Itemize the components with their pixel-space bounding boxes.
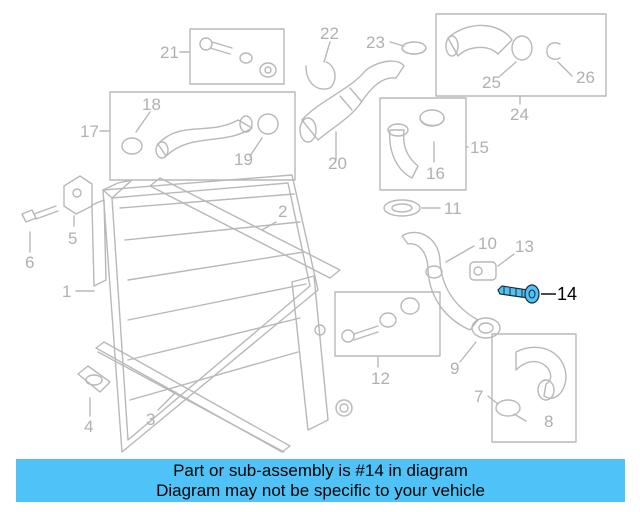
parts-7 — [495, 346, 567, 417]
parts-15 — [387, 109, 445, 179]
parts-12 — [341, 297, 420, 343]
parts-diagram — [21, 13, 607, 453]
group-box-12 — [334, 291, 441, 357]
group-box-17 — [109, 91, 296, 181]
sensor-13 — [469, 261, 497, 281]
mount-4 — [77, 365, 111, 393]
callout-11: 11 — [444, 199, 462, 218]
bracket-5 — [63, 175, 93, 215]
callout-16: 16 — [426, 164, 445, 183]
callout-25: 25 — [482, 73, 501, 92]
callout-17: 17 — [80, 122, 99, 141]
callout-13: 13 — [515, 237, 534, 256]
parts-24 — [445, 24, 561, 61]
callout-2: 2 — [278, 202, 288, 221]
group-box-15 — [379, 97, 467, 191]
callout-18: 18 — [142, 95, 161, 114]
callout-23: 23 — [366, 33, 385, 52]
callout-5: 5 — [68, 229, 78, 248]
callout-7: 7 — [474, 387, 484, 406]
group-box-24 — [435, 13, 607, 97]
parts-21 — [199, 37, 277, 78]
callout-8: 8 — [544, 412, 554, 431]
callout-10: 10 — [478, 234, 497, 253]
callout-19: 19 — [234, 150, 253, 169]
callout-4: 4 — [84, 417, 94, 436]
clamp-23 — [401, 41, 427, 55]
callout-12: 12 — [371, 369, 390, 388]
clamp-11 — [383, 199, 421, 217]
intercooler-illustration — [91, 174, 353, 453]
info-banner: Part or sub-assembly is #14 in diagram D… — [16, 459, 625, 502]
callout-22: 22 — [320, 24, 339, 43]
pipe-10 — [401, 231, 479, 331]
callout-21: 21 — [160, 43, 179, 62]
clamp-9 — [471, 317, 501, 339]
leader-lines — [29, 41, 573, 422]
callout-26: 26 — [576, 68, 595, 87]
callout-3: 3 — [146, 410, 156, 429]
callout-1: 1 — [62, 282, 72, 301]
banner-line-disclaimer: Diagram may not be specific to your vehi… — [156, 480, 485, 500]
bolt-6 — [21, 205, 59, 223]
callout-6: 6 — [25, 253, 35, 272]
callout-9: 9 — [450, 359, 460, 378]
bolt-14-highlighted — [497, 284, 540, 304]
parts-17 — [121, 113, 279, 159]
callout-24: 24 — [510, 105, 529, 124]
clip-22 — [305, 61, 336, 90]
banner-line-part-number: Part or sub-assembly is #14 in diagram — [173, 460, 468, 480]
callout-15: 15 — [470, 138, 489, 157]
callout-14: 14 — [557, 284, 578, 304]
group-box-21 — [189, 28, 285, 85]
pipe-20 — [299, 60, 405, 143]
group-box-7 — [491, 333, 577, 443]
callout-20: 20 — [328, 154, 347, 173]
